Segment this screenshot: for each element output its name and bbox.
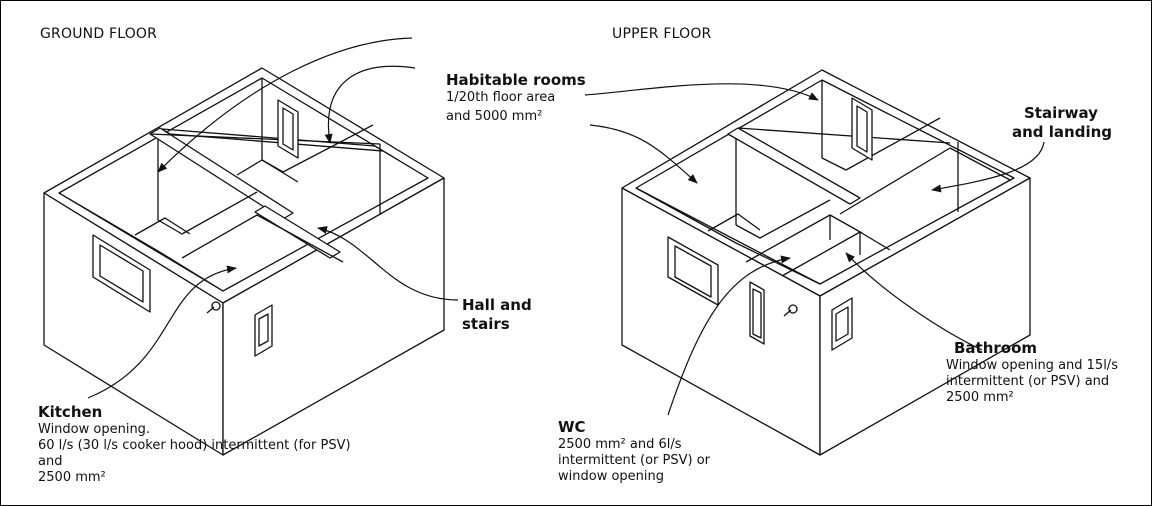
leader-habitable-3 [584,83,819,101]
habitable-title: Habitable rooms [446,71,586,89]
habitable-line-1: 1/20th floor area [446,90,556,105]
ground-floor-box [43,67,445,456]
upper-floor-box [621,69,1031,456]
leader-kitchen [87,265,237,399]
hall-title-2: stairs [462,315,510,333]
stairway-title-2: and landing [1012,123,1112,141]
leader-wc [667,255,791,416]
bathroom-title: Bathroom [954,339,1038,357]
stairway-title-1: Stairway [1024,104,1098,122]
wc-title: WC [558,418,586,436]
kitchen-line-4: 2500 mm² [38,470,106,485]
leader-bathroom [845,252,983,351]
kitchen-line-2: 60 l/s (30 l/s cooker hood) intermittent… [38,438,351,453]
kitchen-line-3: and [38,454,63,469]
kitchen-title: Kitchen [38,403,103,421]
upper-floor-title: UPPER FLOOR [612,26,712,42]
wc-line-3: window opening [558,469,664,484]
wc-line-1: 2500 mm² and 6l/s [558,437,682,452]
label-kitchen: Kitchen Window opening. 60 l/s (30 l/s c… [38,403,351,486]
label-stairway: Stairway and landing [1012,104,1112,142]
kitchen-line-1: Window opening. [38,422,151,437]
leader-lines [87,37,1045,416]
leader-habitable-1 [157,37,413,173]
ground-floor-title: GROUND FLOOR [40,26,158,42]
label-habitable-rooms: Habitable rooms 1/20th floor area and 50… [446,71,586,125]
bathroom-line-3: 2500 mm² [946,390,1014,405]
label-hall: Hall and stairs [462,296,532,334]
leader-stairway [931,141,1045,193]
label-bathroom: Bathroom Window opening and 15l/s interm… [946,339,1118,406]
leader-habitable-2 [324,65,416,144]
leader-hall [317,226,459,301]
bathroom-line-1: Window opening and 15l/s [946,358,1118,373]
wc-line-2: intermittent (or PSV) or [558,453,710,468]
hall-title-1: Hall and [462,296,532,314]
label-wc: WC 2500 mm² and 6l/s intermittent (or PS… [558,418,710,485]
bathroom-line-2: intermittent (or PSV) and [946,374,1110,389]
habitable-line-2: and 5000 mm² [446,109,543,124]
leader-habitable-4 [589,124,698,184]
